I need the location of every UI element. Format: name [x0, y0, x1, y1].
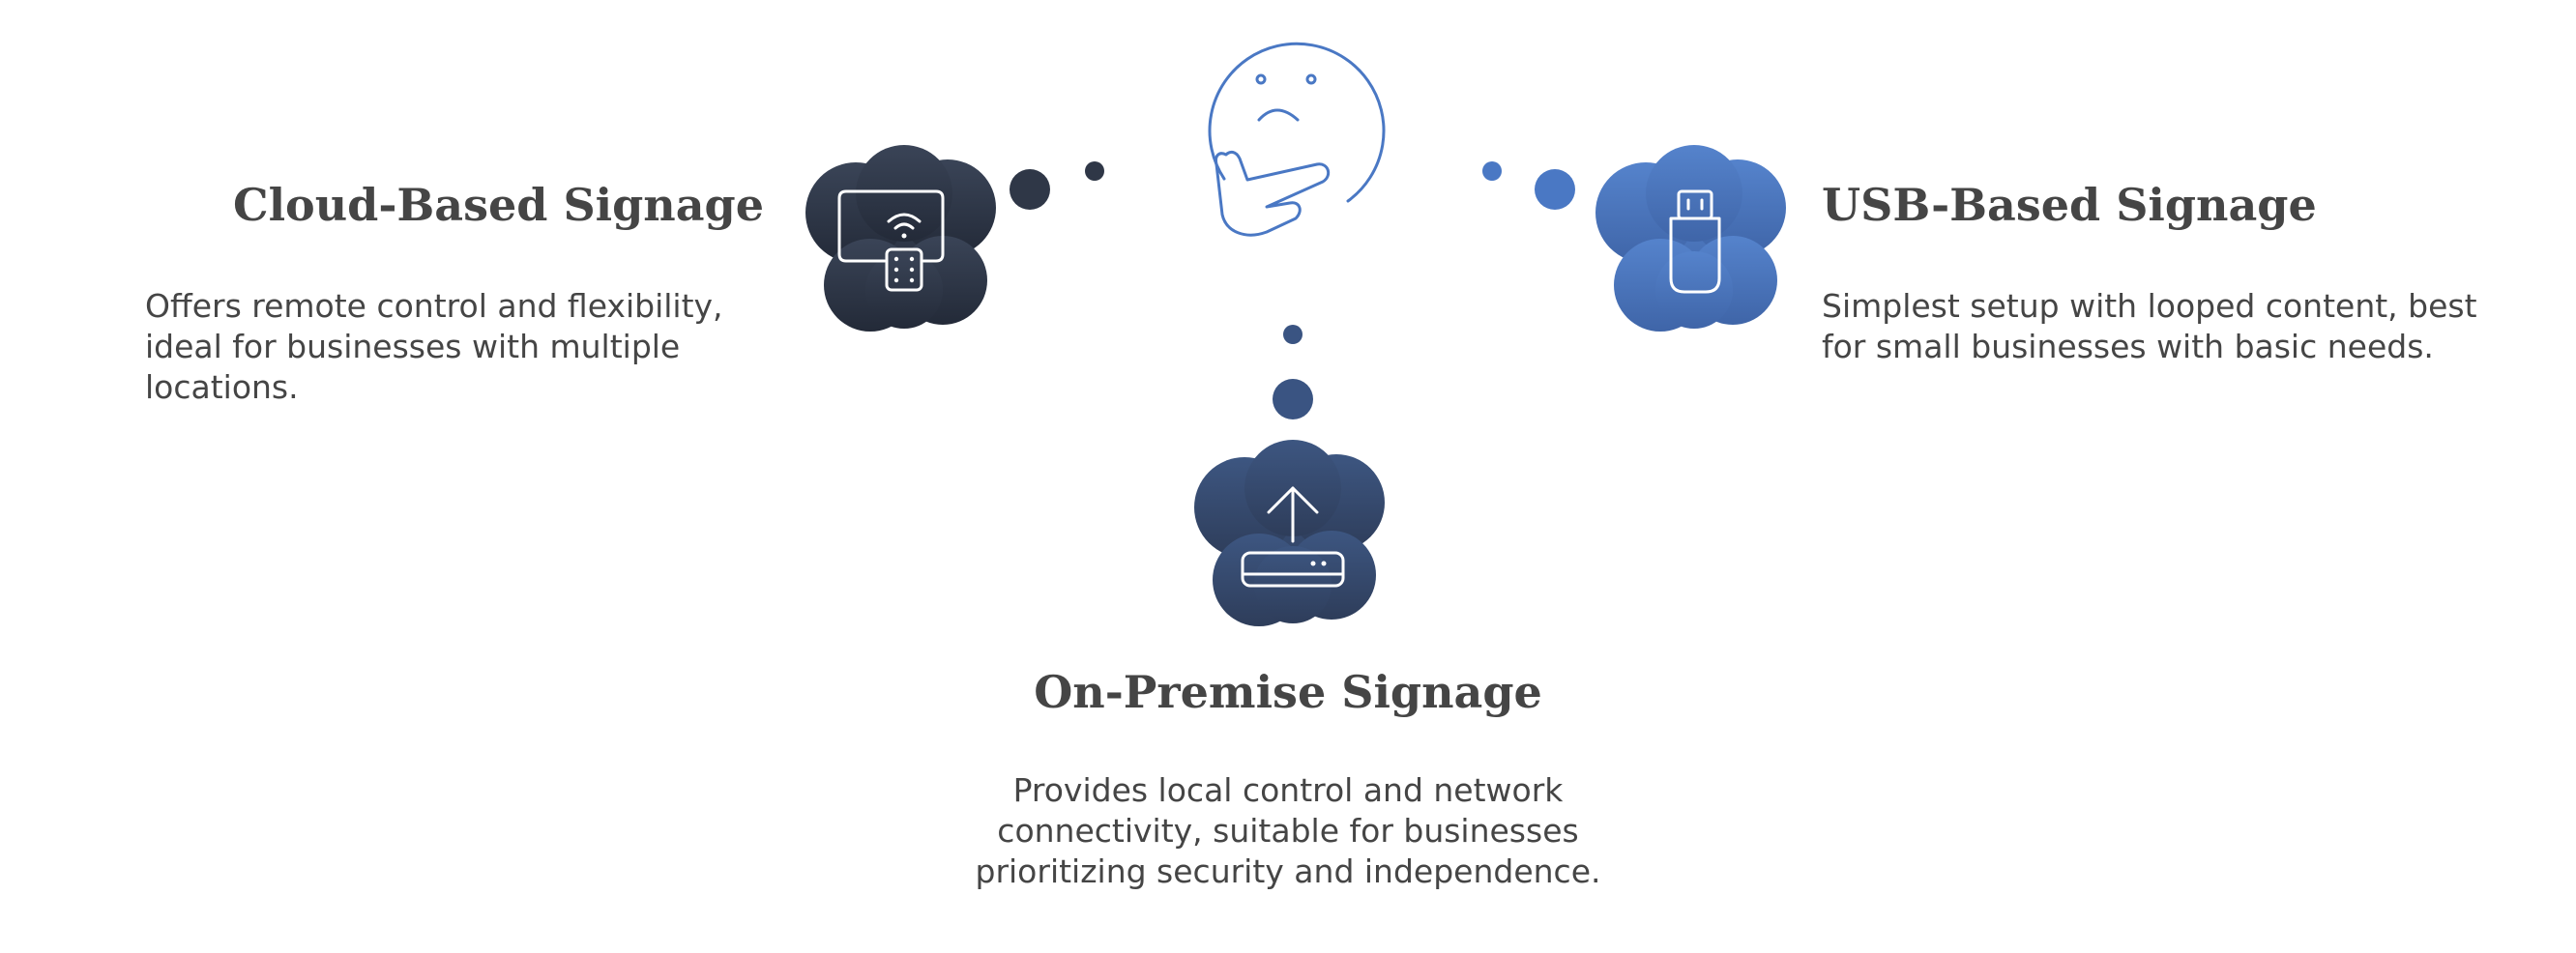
thought-dot — [1283, 325, 1303, 344]
usb-description: Simplest setup with looped content, best… — [1822, 287, 2477, 365]
onprem-description: Provides local control and network conne… — [975, 771, 1601, 890]
thought-dot — [1273, 379, 1313, 419]
onprem-bubble — [1194, 440, 1385, 626]
thinking-face-icon — [1208, 42, 1386, 237]
thought-dot — [1535, 169, 1575, 210]
cloud-title: Cloud-Based Signage — [232, 179, 764, 231]
thought-dot — [1010, 169, 1050, 210]
usb-bubble — [1595, 145, 1786, 332]
cloud-bubble — [805, 145, 996, 332]
cloud-description: Offers remote control and flexibility, i… — [145, 287, 723, 406]
upload-server-icon — [1241, 486, 1345, 588]
thought-dot — [1085, 161, 1104, 181]
onprem-title: On-Premise Signage — [1034, 666, 1542, 718]
usb-title: USB-Based Signage — [1822, 179, 2317, 231]
remote-control-screen-icon — [837, 189, 945, 292]
usb-drive-icon — [1669, 189, 1721, 294]
thought-dot — [1482, 161, 1502, 181]
